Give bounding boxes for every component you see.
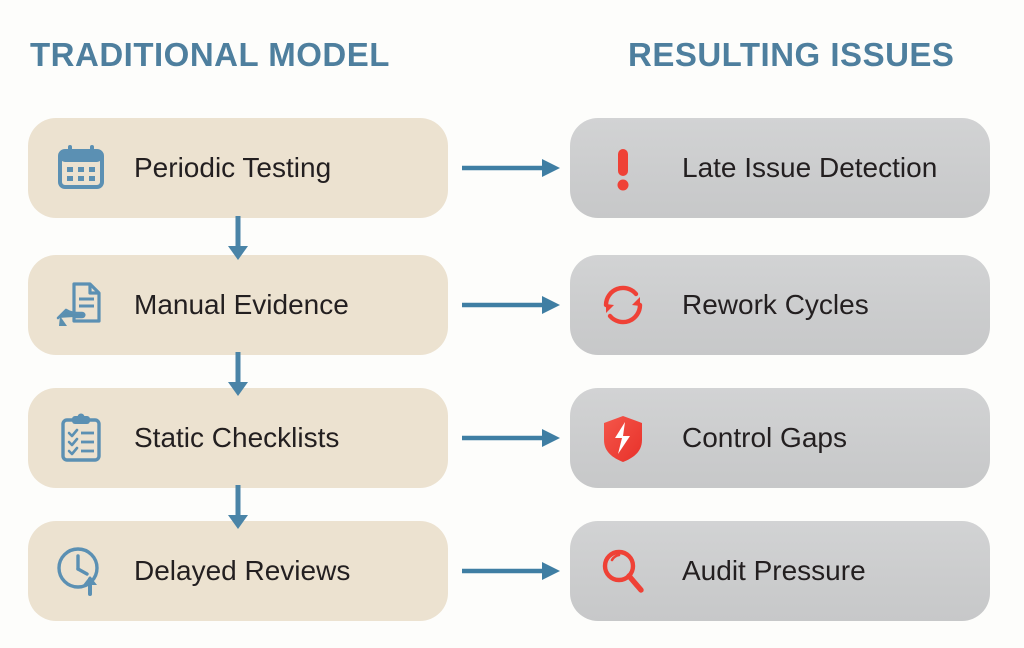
down-arrow-icon <box>220 352 256 398</box>
column-header-traditional-model: TRADITIONAL MODEL <box>30 36 390 73</box>
card-label: Audit Pressure <box>682 555 866 586</box>
card-label: Control Gaps <box>682 422 847 453</box>
diagram-row: Manual Evidence Rework Cycles <box>0 255 1024 355</box>
card-label: Manual Evidence <box>134 289 349 320</box>
hand-document-icon <box>54 278 108 332</box>
card-label: Periodic Testing <box>134 152 332 183</box>
diagram-row: Delayed Reviews Audit Pressure <box>0 521 1024 621</box>
card-label: Static Checklists <box>134 422 340 453</box>
diagram-row: Static Checklists Control Gaps <box>0 388 1024 488</box>
issue-card-rework-cycles[interactable]: Rework Cycles <box>570 255 990 355</box>
traditional-card-manual-evidence[interactable]: Manual Evidence <box>28 255 448 355</box>
right-arrow-icon <box>462 155 562 181</box>
card-label: Delayed Reviews <box>134 555 351 586</box>
traditional-card-periodic-testing[interactable]: Periodic Testing <box>28 118 448 218</box>
broken-shield-icon <box>596 411 650 465</box>
issue-card-late-issue-detection[interactable]: Late Issue Detection <box>570 118 990 218</box>
right-arrow-icon <box>462 558 562 584</box>
diagram-row: Periodic Testing Late Issue Detection <box>0 118 1024 218</box>
refresh-cycle-icon <box>596 278 650 332</box>
exclamation-icon <box>596 141 650 195</box>
traditional-card-delayed-reviews[interactable]: Delayed Reviews <box>28 521 448 621</box>
magnifier-icon <box>596 544 650 598</box>
clipboard-check-icon <box>54 411 108 465</box>
down-arrow-icon <box>220 485 256 531</box>
card-label: Late Issue Detection <box>682 152 938 183</box>
issue-card-control-gaps[interactable]: Control Gaps <box>570 388 990 488</box>
column-header-resulting-issues: RESULTING ISSUES <box>628 36 955 73</box>
issue-card-audit-pressure[interactable]: Audit Pressure <box>570 521 990 621</box>
down-arrow-icon <box>220 216 256 262</box>
traditional-card-static-checklists[interactable]: Static Checklists <box>28 388 448 488</box>
card-label: Rework Cycles <box>682 289 869 320</box>
right-arrow-icon <box>462 425 562 451</box>
calendar-icon <box>54 141 108 195</box>
right-arrow-icon <box>462 292 562 318</box>
clock-arrow-icon <box>54 544 108 598</box>
